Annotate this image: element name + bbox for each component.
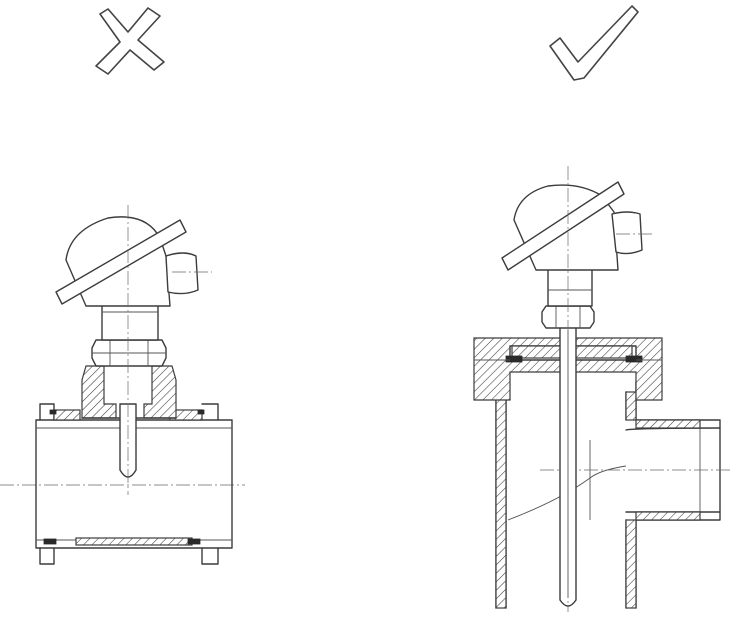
tee-fitting xyxy=(495,381,730,609)
connection-head xyxy=(55,205,212,495)
short-thermowell xyxy=(119,403,137,478)
hex-nut xyxy=(91,339,167,367)
sensor-neck xyxy=(101,303,159,341)
correct-panel xyxy=(473,5,730,612)
cross-mark-icon xyxy=(95,7,165,75)
incorrect-panel xyxy=(0,7,245,565)
check-mark-icon xyxy=(549,5,639,81)
sensor-neck-right xyxy=(547,267,593,307)
connection-head-right xyxy=(501,166,654,612)
